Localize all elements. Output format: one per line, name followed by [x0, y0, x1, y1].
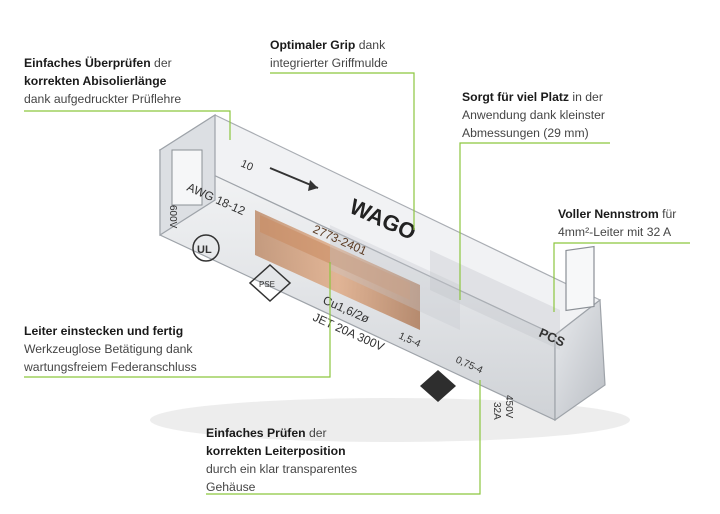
leader-pruefen	[206, 380, 481, 495]
voltage-2: 450V	[503, 395, 514, 419]
callout-pruefen: Einfaches Prüfen der korrekten Leiterpos…	[206, 426, 358, 494]
leader-abisolier	[24, 110, 231, 140]
callout-leiter: Leiter einstecken und fertig Werkzeuglos…	[24, 322, 197, 376]
shadow	[150, 398, 630, 442]
ul-mark-text: UL	[197, 244, 212, 256]
leader-nennstrom	[553, 242, 690, 312]
callout-grip-title: Optimaler Grip	[270, 38, 356, 52]
callout-pruefen-desc-2: Gehäuse	[206, 480, 256, 494]
callout-platz-desc-2: Abmessungen (29 mm)	[462, 126, 589, 140]
pse-mark-icon	[248, 263, 292, 303]
ul-mark-icon	[192, 234, 220, 262]
callout-platz-title: Sorgt für viel Platz	[462, 90, 569, 104]
callout-platz: Sorgt für viel Platz in der Anwendung da…	[462, 90, 605, 140]
leader-leiter	[24, 262, 331, 378]
callout-pruefen-title: Einfaches Prüfen	[206, 426, 306, 440]
pse-mark-text: PSE	[259, 280, 275, 289]
leader-grip	[270, 72, 415, 230]
callout-abisolier-desc: dank aufgedruckter Prüflehre	[24, 92, 182, 106]
leader-platz	[459, 142, 610, 300]
callout-abisolier: Einfaches Überprüfen der korrekten Abiso…	[24, 56, 182, 106]
callout-leiter-title: Leiter einstecken und fertig	[24, 324, 184, 338]
amps-label: 32A	[491, 402, 502, 420]
voltage-rating: 600V	[167, 205, 178, 229]
callout-platz-desc-1: Anwendung dank kleinster	[462, 108, 605, 122]
callout-leiter-desc-1: Werkzeuglose Betätigung dank	[24, 342, 193, 356]
spring-clamp	[330, 225, 460, 330]
callout-leiter-desc-2: wartungsfreiem Federanschluss	[24, 360, 197, 374]
callout-nennstrom-desc: 4mm²-Leiter mit 32 A	[558, 225, 672, 239]
callout-grip-desc: integrierter Griffmulde	[270, 56, 388, 70]
callout-pruefen-title-2: korrekten Leiterposition	[206, 444, 346, 458]
conductor-entry	[565, 245, 595, 312]
cert-mark-icon	[420, 370, 456, 402]
callout-grip: Optimaler Grip dank integrierter Griffmu…	[270, 38, 388, 70]
callout-abisolier-title-2: korrekten Abisolierlänge	[24, 74, 167, 88]
callout-leaders	[24, 72, 690, 495]
callout-abisolier-title: Einfaches Überprüfen	[24, 56, 151, 70]
strip-mark: 10	[239, 158, 255, 174]
callout-nennstrom-title: Voller Nennstrom	[558, 207, 659, 221]
callout-pruefen-desc-1: durch ein klar transparentes	[206, 462, 358, 476]
callout-nennstrom: Voller Nennstrom für 4mm²-Leiter mit 32 …	[558, 207, 677, 239]
